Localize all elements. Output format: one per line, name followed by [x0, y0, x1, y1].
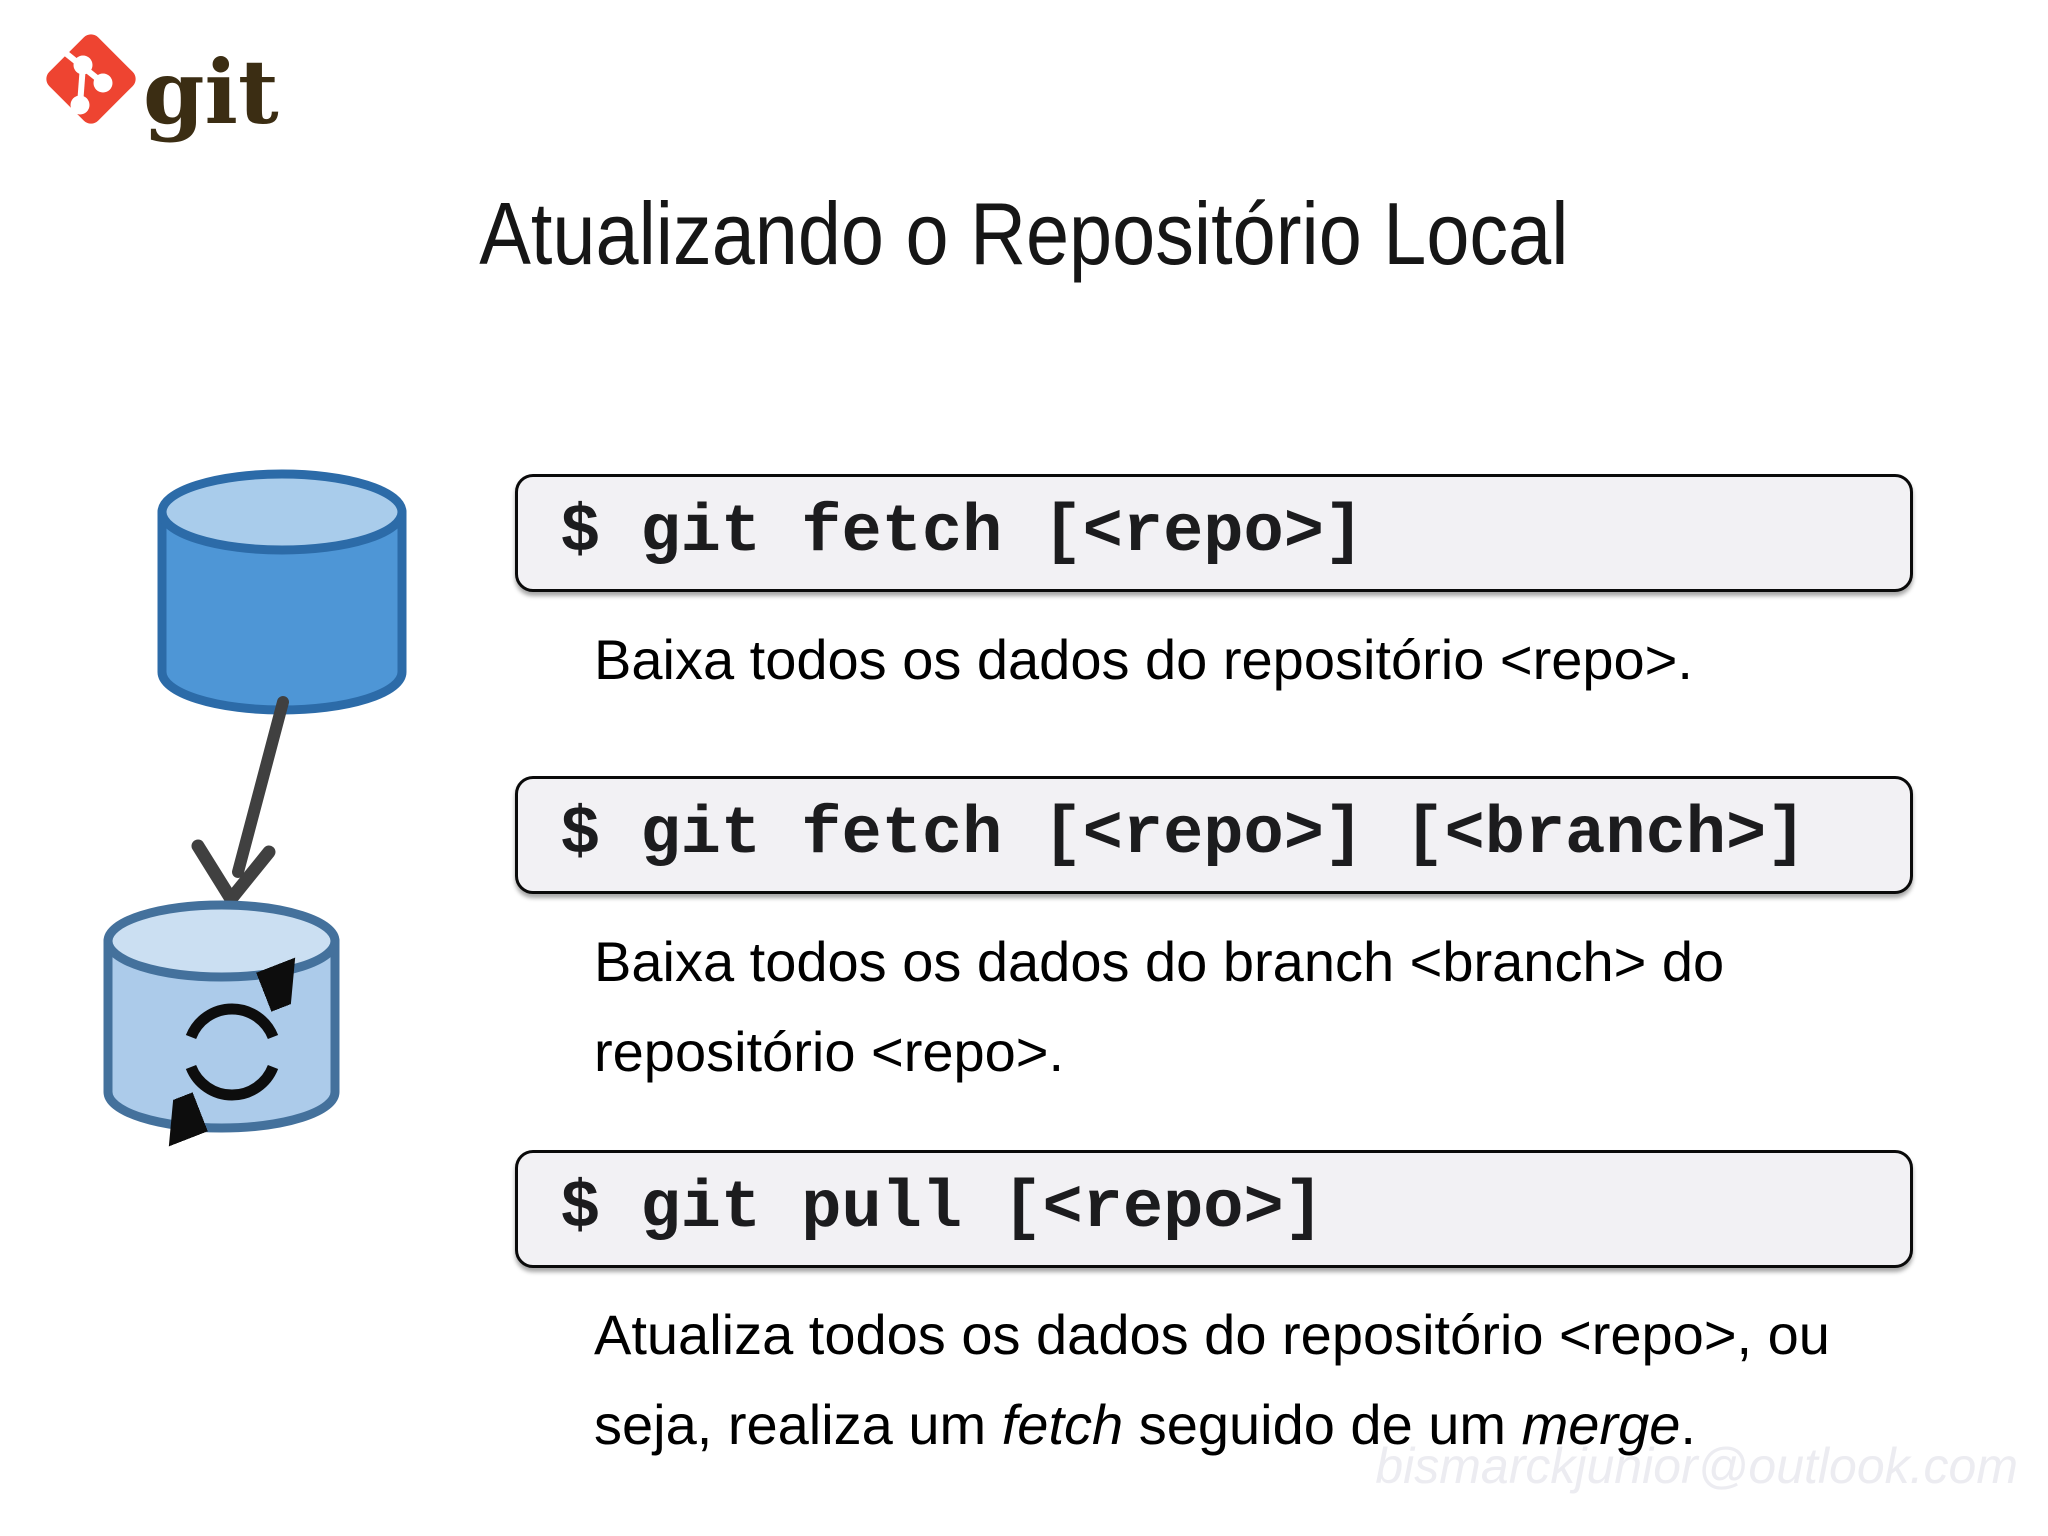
slide-title: Atualizando o Repositório Local	[479, 184, 1569, 283]
command-description: Baixa todos os dados do repositório <rep…	[594, 628, 1693, 691]
command-text: $ git fetch [<repo>] [<branch>]	[560, 797, 1807, 873]
command-description: Baixa todos os dados do branch <branch> …	[594, 930, 1725, 1083]
watermark-email: bismarckjunior@outlook.com	[1375, 1438, 2018, 1494]
git-wordmark: git	[143, 40, 279, 144]
command-box-git-fetch-repo: $ git fetch [<repo>]	[515, 474, 1913, 592]
transfer-arrow	[191, 696, 289, 911]
remote-repo-cylinder-icon	[157, 469, 407, 715]
git-branch-icon	[61, 48, 113, 115]
git-diamond-icon	[46, 34, 136, 124]
command-text: $ git pull [<repo>]	[560, 1171, 1324, 1247]
git-logo: git	[46, 34, 279, 144]
repository-diagram	[103, 469, 407, 1200]
command-text: $ git fetch [<repo>]	[560, 495, 1365, 571]
command-description: Atualiza todos os dados do repositório <…	[594, 1303, 1830, 1456]
command-box-git-pull-repo: $ git pull [<repo>]	[515, 1150, 1913, 1268]
command-box-git-fetch-repo-branch: $ git fetch [<repo>] [<branch>]	[515, 776, 1913, 894]
sync-icon	[191, 1009, 273, 1095]
